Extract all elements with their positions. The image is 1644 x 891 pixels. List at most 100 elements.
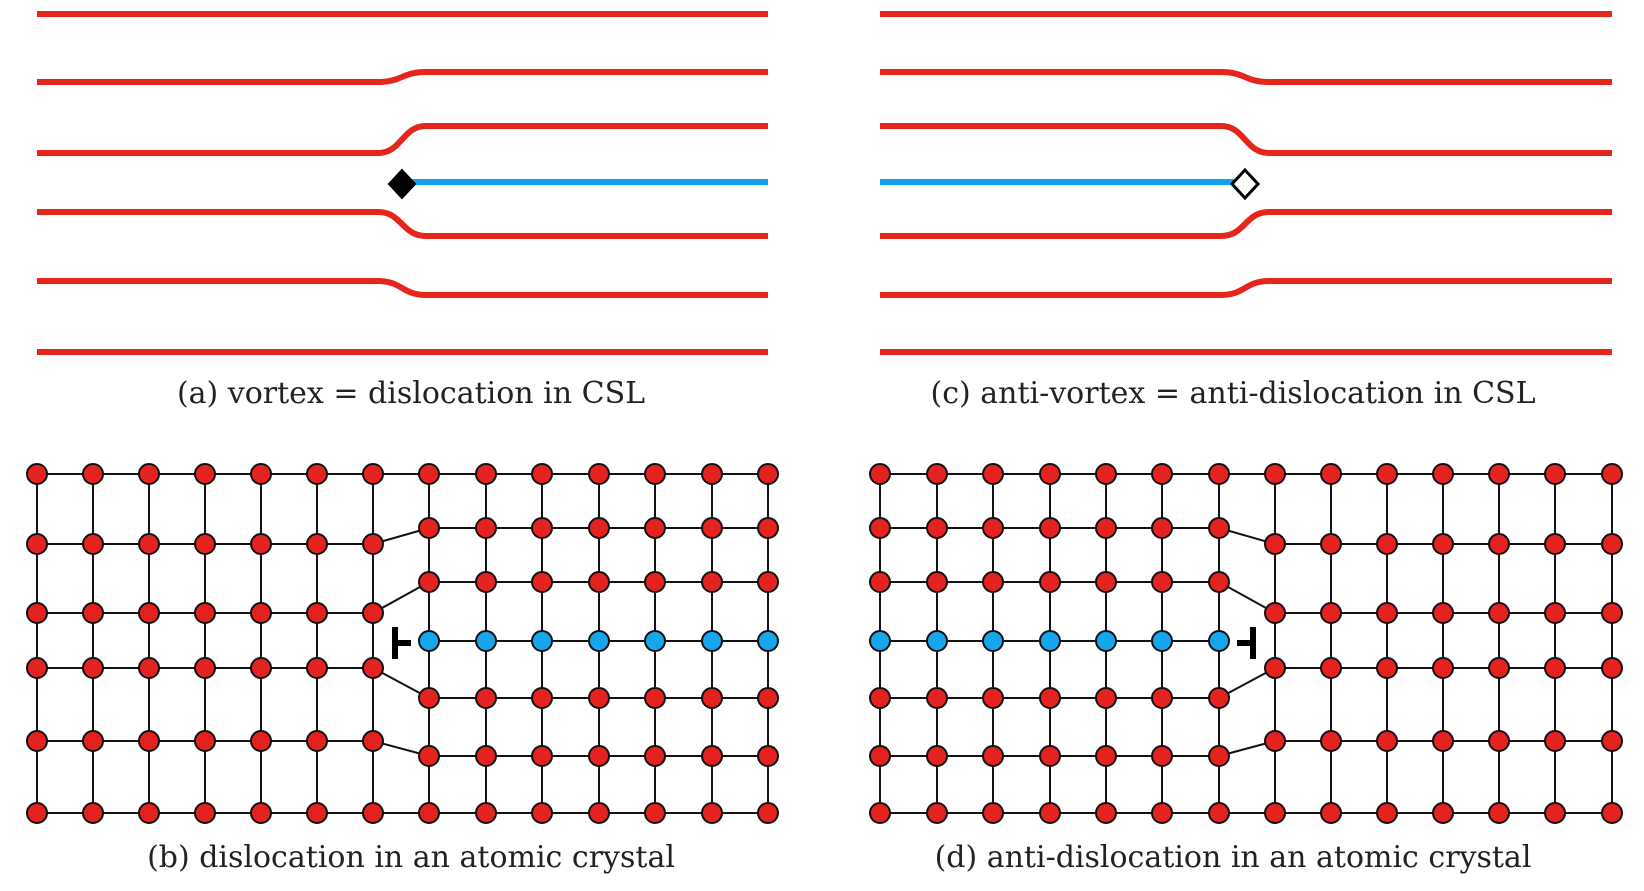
atom — [1376, 657, 1398, 679]
atom — [869, 687, 891, 709]
atom — [1151, 571, 1173, 593]
atom — [1264, 533, 1286, 555]
atom — [926, 802, 948, 824]
atom — [250, 602, 272, 624]
atom — [644, 745, 666, 767]
atom — [1488, 730, 1510, 752]
atom — [531, 745, 553, 767]
atom — [306, 802, 328, 824]
atom — [138, 730, 160, 752]
atom — [82, 463, 104, 485]
atom — [1376, 802, 1398, 824]
atom — [701, 463, 723, 485]
atom — [1151, 745, 1173, 767]
panel-b-dislocation-crystal — [26, 463, 779, 824]
atom — [1208, 463, 1230, 485]
atom — [869, 802, 891, 824]
panel-c-anti-vortex — [880, 11, 1612, 355]
atom — [588, 463, 610, 485]
atom — [26, 602, 48, 624]
atom — [1039, 687, 1061, 709]
atom — [1488, 802, 1510, 824]
atom — [644, 687, 666, 709]
atom — [194, 730, 216, 752]
atom — [26, 463, 48, 485]
csl-stripe — [880, 278, 1612, 298]
atom — [1095, 687, 1117, 709]
atom — [194, 657, 216, 679]
atom — [250, 802, 272, 824]
atom — [1039, 802, 1061, 824]
caption-b: (b) dislocation in an atomic crystal — [147, 840, 675, 875]
caption-c: (c) anti-vortex = anti-dislocation in CS… — [930, 376, 1536, 411]
atom — [531, 463, 553, 485]
atom — [982, 745, 1004, 767]
atom — [926, 463, 948, 485]
atom — [26, 730, 48, 752]
atom — [362, 533, 384, 555]
atom — [1432, 463, 1454, 485]
atom — [194, 802, 216, 824]
atom — [701, 517, 723, 539]
atom — [1095, 517, 1117, 539]
atom — [1151, 463, 1173, 485]
atom — [1095, 571, 1117, 593]
csl-stripe — [880, 69, 1612, 85]
atom — [138, 463, 160, 485]
atom — [194, 533, 216, 555]
atom — [26, 533, 48, 555]
atom — [588, 687, 610, 709]
atom — [418, 802, 440, 824]
atom — [1095, 463, 1117, 485]
atom — [194, 602, 216, 624]
atom — [26, 657, 48, 679]
atom — [757, 463, 779, 485]
atom — [757, 571, 779, 593]
panel-a-vortex — [37, 11, 768, 355]
atom — [1095, 745, 1117, 767]
atom — [1264, 802, 1286, 824]
atom — [475, 517, 497, 539]
atom — [362, 657, 384, 679]
atom — [1376, 602, 1398, 624]
atom — [701, 571, 723, 593]
atom — [418, 463, 440, 485]
atom — [475, 571, 497, 593]
atom — [82, 802, 104, 824]
atom — [1488, 463, 1510, 485]
atom — [1320, 730, 1342, 752]
atom — [1320, 602, 1342, 624]
csl-stripe — [37, 69, 768, 85]
atom — [82, 533, 104, 555]
atom — [1376, 730, 1398, 752]
atom — [1039, 571, 1061, 593]
csl-stripe — [37, 123, 768, 156]
atom — [306, 730, 328, 752]
csl-stripe — [37, 209, 768, 239]
atom — [250, 463, 272, 485]
atom — [418, 745, 440, 767]
atom — [644, 571, 666, 593]
atom — [588, 802, 610, 824]
atom — [1544, 533, 1566, 555]
atom — [1376, 463, 1398, 485]
atom-inserted — [475, 630, 497, 652]
atom — [757, 802, 779, 824]
atom-inserted — [1151, 630, 1173, 652]
atom — [982, 687, 1004, 709]
atom — [1264, 730, 1286, 752]
atom — [194, 463, 216, 485]
csl-stripe — [37, 278, 768, 298]
atom — [1264, 602, 1286, 624]
atom — [531, 802, 553, 824]
atom — [701, 745, 723, 767]
panel-d-anti-dislocation-crystal — [869, 463, 1623, 824]
atom — [306, 533, 328, 555]
atom — [1264, 657, 1286, 679]
atom — [588, 745, 610, 767]
atom — [1151, 687, 1173, 709]
atom — [757, 745, 779, 767]
atom — [362, 730, 384, 752]
